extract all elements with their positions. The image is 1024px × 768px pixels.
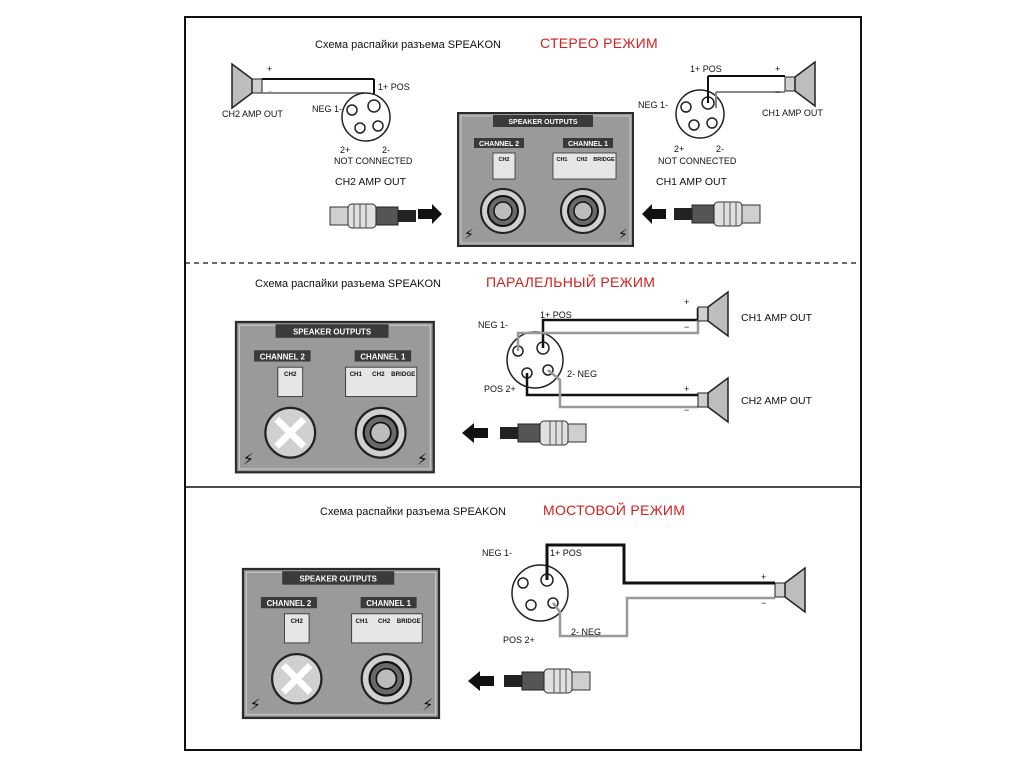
lightning-icon: ⚡: [243, 451, 254, 468]
amp-out-caption: CH1 AMP OUT: [656, 176, 728, 188]
ch2-label: CH2: [284, 371, 297, 378]
speaker1-label: CH1 AMP OUT: [741, 312, 813, 324]
bridge-label: BRIDGE: [397, 618, 421, 625]
plus-sign: +: [775, 64, 780, 74]
ch1-label: CH1: [350, 371, 363, 378]
speaker-label: CH1 AMP OUT: [762, 108, 823, 118]
minus-sign: −: [775, 87, 780, 97]
pin-2plus-label: 2+: [340, 145, 350, 155]
amp-out-caption: CH2 AMP OUT: [335, 176, 407, 188]
arrow-left-icon: [468, 671, 494, 691]
lightning-icon: ⚡: [464, 226, 474, 242]
speaker2-label: CH2 AMP OUT: [741, 395, 813, 407]
pin-pos-label: 1+ POS: [690, 64, 722, 74]
ch2-label: CH2: [291, 618, 304, 625]
speaker-label: CH2 AMP OUT: [222, 109, 283, 119]
speakon-plug-icon: [673, 201, 761, 227]
section-caption: Схема распайки разъема SPEAKON: [315, 39, 501, 51]
speaker-icon: [784, 61, 816, 107]
arrow-left-icon: [462, 423, 488, 443]
speaker-icon: [697, 377, 729, 423]
speakon-plug-icon: [503, 668, 591, 694]
bridge-speakon-pinout: NEG 1- 1+ POS POS 2+ 2- NEG: [482, 543, 775, 645]
outer-frame: [184, 16, 862, 751]
pin-pos-label: 1+ POS: [378, 82, 410, 92]
bridge-label: BRIDGE: [593, 157, 615, 163]
parallel-speakon-pinout: NEG 1- 1+ POS POS 2+ 2- NEG: [478, 308, 700, 409]
speakon-connector-face: [506, 331, 564, 389]
section-caption: Схема распайки разъема SPEAKON: [320, 506, 506, 518]
section-parallel: Схема распайки разъема SPEAKON ПАРАЛЕЛЬН…: [234, 273, 813, 474]
pin-2plus-label: 2+: [674, 144, 684, 154]
arrow-left-icon: [642, 204, 666, 224]
speakon-connector-face: [341, 92, 391, 142]
pin-neg1-label: NEG 1-: [478, 320, 508, 330]
speaker-icon: [231, 63, 263, 109]
amp-speaker-outputs-panel: SPEAKER OUTPUTS CHANNEL 2 CHANNEL 1 CH2 …: [234, 320, 435, 474]
left-speakon-pinout: + − CH2 AMP OUT 1+ POS NEG 1- 2+ 2- NOT …: [222, 63, 442, 229]
section-caption: Схема распайки разъема SPEAKON: [255, 278, 441, 290]
ch2-label: CH2: [372, 371, 385, 378]
ch2-label: CH2: [498, 157, 509, 163]
pin-neg-label: NEG 1-: [638, 100, 668, 110]
lightning-icon: ⚡: [422, 697, 433, 714]
amp-speaker-outputs-panel: SPEAKER OUTPUTS CHANNEL 2 CHANNEL 1 CH2 …: [241, 567, 441, 720]
pin-pos2-label: POS 2+: [484, 384, 516, 394]
speaker-icon: [697, 291, 729, 337]
plus-sign: +: [684, 384, 689, 394]
pin-pos2-label: POS 2+: [503, 635, 535, 645]
speaker-icon: [774, 567, 806, 613]
section-bridge: Схема распайки разъема SPEAKON МОСТОВОЙ …: [241, 501, 806, 720]
channel1-label: CHANNEL 1: [568, 141, 608, 148]
minus-sign: −: [684, 405, 689, 415]
speakon-plug-icon: [499, 420, 587, 446]
panel-title: SPEAKER OUTPUTS: [299, 574, 376, 583]
plus-sign: +: [761, 572, 766, 582]
speakon-plug-icon: [329, 203, 417, 229]
lightning-icon: ⚡: [417, 451, 428, 468]
plus-sign: +: [267, 64, 272, 74]
channel2-label: CHANNEL 2: [260, 352, 306, 361]
not-connected-label: NOT CONNECTED: [334, 156, 413, 166]
panel-title: SPEAKER OUTPUTS: [508, 119, 578, 126]
pin-neg2-label: 2- NEG: [571, 627, 601, 637]
mode-title: МОСТОВОЙ РЕЖИМ: [543, 501, 685, 518]
mode-title: ПАРАЛЕЛЬНЫЙ РЕЖИМ: [486, 273, 655, 290]
ch2-label: CH2: [576, 157, 587, 163]
ch1-label: CH1: [356, 618, 369, 625]
pin-2minus-label: 2-: [716, 144, 724, 154]
not-connected-label: NOT CONNECTED: [658, 156, 737, 166]
minus-sign: −: [761, 598, 766, 608]
channel2-label: CHANNEL 2: [479, 141, 519, 148]
plus-sign: +: [684, 297, 689, 307]
arrow-right-icon: [418, 204, 442, 224]
pin-pos1-label: 1+ POS: [550, 548, 582, 558]
ch1-label: CH1: [556, 157, 567, 163]
right-speakon-pinout: 1+ POS NEG 1- 2+ 2- NOT CONNECTED CH1 AM…: [638, 61, 823, 227]
pin-neg-label: NEG 1-: [312, 104, 342, 114]
pin-pos1-label: 1+ POS: [540, 310, 572, 320]
channel1-label: CHANNEL 1: [360, 352, 406, 361]
amp-speaker-outputs-panel: SPEAKER OUTPUTS CHANNEL 2 CHANNEL 1 CH2 …: [457, 112, 634, 247]
pin-2minus-label: 2-: [382, 145, 390, 155]
panel-title: SPEAKER OUTPUTS: [293, 327, 371, 336]
channel2-label: CHANNEL 2: [267, 599, 312, 608]
pin-neg1-label: NEG 1-: [482, 548, 512, 558]
bridge-label: BRIDGE: [391, 371, 415, 378]
mode-title: СТЕРЕО РЕЖИМ: [540, 35, 658, 51]
channel1-label: CHANNEL 1: [366, 599, 411, 608]
ch2-label: CH2: [378, 618, 391, 625]
minus-sign: −: [684, 322, 689, 332]
lightning-icon: ⚡: [250, 697, 261, 714]
pin-neg2-label: 2- NEG: [567, 369, 597, 379]
section-stereo: Схема распайки разъема SPEAKON СТЕРЕО РЕ…: [222, 35, 823, 247]
lightning-icon: ⚡: [618, 226, 628, 242]
